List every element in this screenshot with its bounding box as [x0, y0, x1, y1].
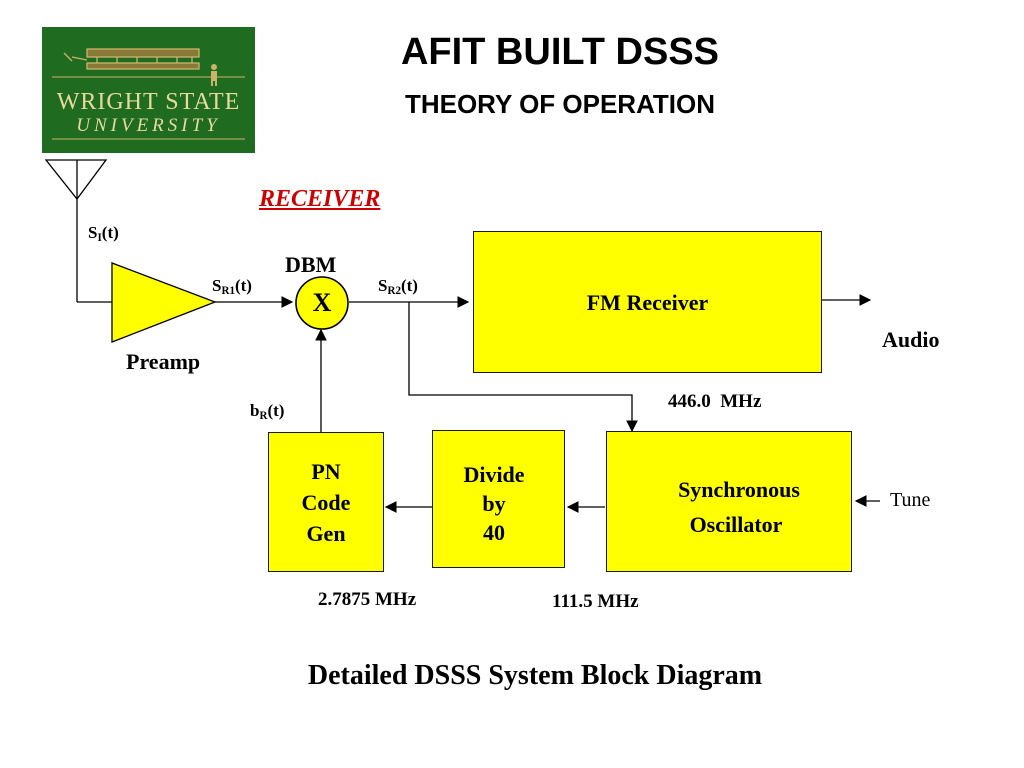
si-tail: (t) — [101, 223, 119, 242]
mixer-label: DBM — [285, 252, 337, 277]
antenna-icon — [44, 159, 108, 201]
si-sub: I — [97, 231, 102, 244]
divide-line-3: 40 — [483, 520, 505, 545]
slide-title: AFIT BUILT DSSS — [400, 31, 720, 73]
wright-state-logo: WRIGHT STATE UNIVERSITY — [42, 27, 255, 153]
pn-line-2: Code — [301, 490, 351, 515]
signal-sr1: SR1(t) — [212, 276, 252, 296]
slide-subtitle: THEORY OF OPERATION — [404, 89, 716, 119]
sr2-sub: R2 — [387, 284, 401, 297]
sr2-tail: (t) — [400, 276, 418, 295]
sync-oscillator-block — [606, 431, 852, 572]
divide-by-40-label: Divide by 40 — [432, 460, 556, 547]
freq-446-label: 446.0 MHz — [668, 391, 762, 412]
freq-2787-label: 2.7875 MHz — [318, 589, 417, 610]
audio-label: Audio — [882, 327, 940, 352]
logo-line1: WRIGHT STATE — [56, 89, 241, 115]
fm-receiver-label: FM Receiver — [586, 290, 709, 315]
sr1-base: S — [212, 276, 222, 295]
br-tail: (t) — [267, 401, 285, 420]
divide-line-2: by — [482, 491, 506, 516]
tune-label: Tune — [890, 489, 931, 511]
sync-oscillator-label: Synchronous Oscillator — [606, 472, 872, 542]
pn-code-gen-block — [268, 432, 384, 572]
diagram-caption: Detailed DSSS System Block Diagram — [307, 660, 763, 691]
pn-line-1: PN — [311, 459, 341, 484]
si-base: S — [88, 223, 98, 242]
pn-line-3: Gen — [306, 521, 346, 546]
mixer-symbol: X — [312, 288, 332, 317]
logo-line2: UNIVERSITY — [76, 115, 221, 136]
receiver-heading: RECEIVER — [259, 186, 381, 212]
osc-line-2: Oscillator — [689, 512, 783, 537]
preamp-label: Preamp — [126, 349, 201, 374]
wright-flyer-icon — [42, 27, 255, 153]
mixer-circle — [295, 276, 349, 330]
signal-sr2: SR2(t) — [378, 276, 418, 296]
sr1-sub: R1 — [221, 284, 235, 297]
divide-by-40-block — [432, 430, 565, 568]
signal-si: SI(t) — [88, 223, 119, 243]
sr2-base: S — [378, 276, 388, 295]
br-base: b — [250, 401, 260, 420]
osc-line-1: Synchronous — [678, 477, 800, 502]
freq-111-label: 111.5 MHz — [552, 591, 639, 612]
signal-br: bR(t) — [250, 401, 284, 421]
divide-line-1: Divide — [463, 462, 525, 487]
br-sub: R — [259, 409, 268, 422]
sr1-tail: (t) — [234, 276, 252, 295]
preamp-triangle — [111, 262, 217, 343]
fm-receiver-block — [473, 231, 822, 373]
pn-code-gen-label: PN Code Gen — [268, 456, 384, 549]
